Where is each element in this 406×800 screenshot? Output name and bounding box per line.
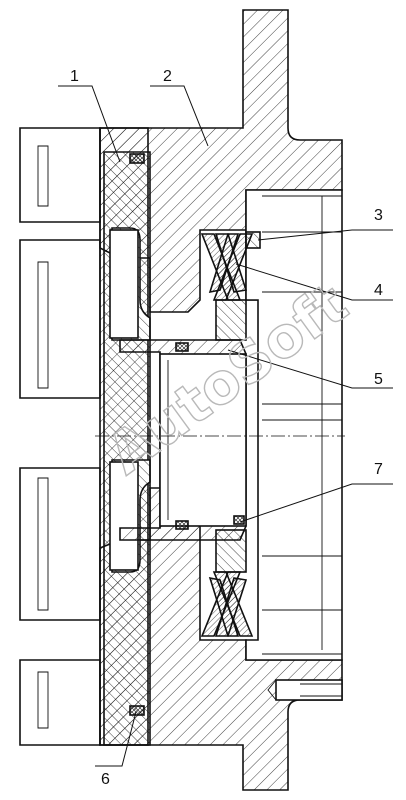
callout-2: 2 bbox=[163, 68, 172, 85]
right-bore bbox=[245, 189, 343, 661]
callout-6: 6 bbox=[101, 771, 110, 788]
callout-5: 5 bbox=[374, 371, 383, 388]
callout-7: 7 bbox=[374, 461, 383, 478]
seal-ring-sleeve-bottom bbox=[175, 520, 189, 530]
piston-bore-lower bbox=[109, 461, 139, 571]
leader-lines bbox=[58, 85, 393, 767]
callout-3: 3 bbox=[374, 207, 383, 224]
seal-ring-sleeve-top bbox=[175, 342, 189, 352]
threaded-hole bbox=[267, 679, 343, 701]
callout-1: 1 bbox=[70, 68, 79, 85]
sleeve-bore bbox=[159, 353, 247, 527]
seal-ring-top bbox=[129, 153, 145, 164]
external-lugs bbox=[19, 127, 101, 746]
callout-4: 4 bbox=[374, 282, 383, 299]
piston-bore-upper bbox=[109, 229, 139, 339]
seal-ring-part-7 bbox=[233, 515, 245, 525]
disc-springs-lower bbox=[200, 529, 254, 637]
disc-springs-upper bbox=[200, 231, 261, 341]
seal-ring-bottom bbox=[129, 705, 145, 716]
